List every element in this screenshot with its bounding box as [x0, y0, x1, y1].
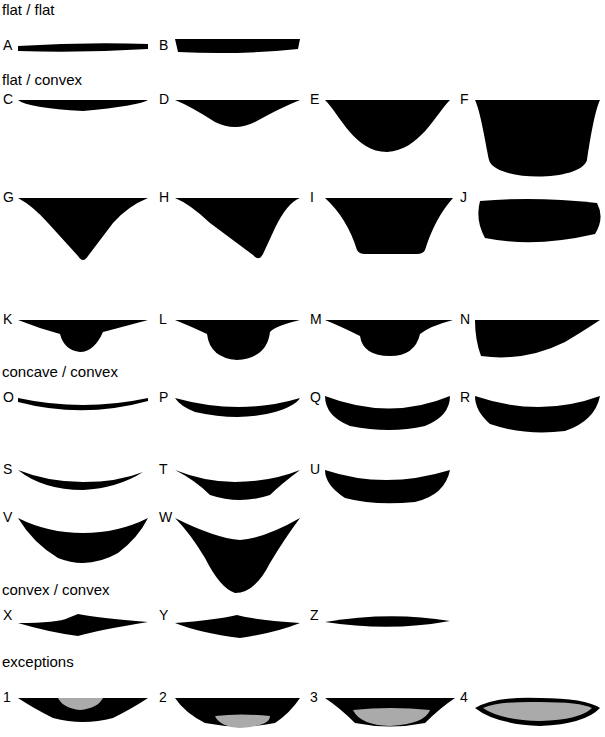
shape-letter: 4	[460, 690, 468, 705]
cross-section	[18, 614, 148, 636]
grey-patch	[215, 715, 270, 729]
shape-letter: K	[3, 312, 12, 327]
grey-patch	[58, 698, 103, 710]
shape-letter: E	[310, 92, 319, 107]
shape-letter: V	[3, 510, 12, 525]
section-heading: exceptions	[2, 654, 74, 671]
cross-section	[325, 198, 453, 254]
shape-letter: C	[3, 92, 13, 107]
cross-section	[475, 698, 600, 726]
cross-section	[325, 470, 450, 503]
cross-section	[325, 698, 455, 727]
section-heading: concave / convex	[2, 364, 118, 381]
shape-letter: F	[460, 92, 469, 107]
cross-section	[175, 470, 300, 500]
cross-section	[475, 100, 600, 177]
grey-patch	[353, 708, 430, 726]
cross-section	[175, 39, 300, 53]
shape-letter: 2	[159, 690, 167, 705]
cross-section	[325, 100, 450, 152]
shape-letter: Q	[310, 390, 321, 405]
cross-section	[175, 198, 300, 258]
shape-letter: N	[460, 312, 470, 327]
cross-section	[325, 396, 450, 430]
cross-section	[18, 198, 148, 260]
cross-section	[325, 698, 455, 727]
shape-letter: T	[159, 462, 168, 477]
cross-section	[175, 615, 300, 638]
shape-letter: 3	[310, 690, 318, 705]
shape-letter: M	[310, 312, 322, 327]
shape-letter: 1	[3, 690, 11, 705]
cross-section	[18, 518, 148, 563]
cross-section	[18, 100, 148, 111]
section-heading: flat / flat	[2, 2, 55, 19]
cross-section	[175, 398, 300, 417]
shape-letter: D	[159, 92, 169, 107]
shape-letter: I	[310, 190, 314, 205]
shape-letter: G	[3, 190, 14, 205]
grey-patch	[483, 702, 592, 721]
cross-section	[325, 616, 450, 627]
section-heading: flat / convex	[2, 72, 82, 89]
cross-section	[175, 518, 300, 593]
shape-letter: B	[159, 38, 168, 53]
cross-section	[18, 398, 148, 410]
shape-letter: U	[310, 462, 320, 477]
shape-letter: R	[460, 390, 470, 405]
cross-section	[175, 320, 300, 360]
shape-letter: Y	[159, 608, 168, 623]
cross-section	[18, 43, 148, 51]
cross-section	[478, 199, 600, 242]
shape-letter: W	[159, 510, 172, 525]
shape-letter: Z	[310, 608, 319, 623]
shape-letter: S	[3, 462, 12, 477]
shape-letter: O	[3, 390, 14, 405]
cross-section	[325, 320, 453, 356]
cross-section	[475, 320, 600, 357]
cross-section	[175, 100, 300, 127]
shape-letter: H	[159, 190, 169, 205]
shape-letter: L	[159, 312, 167, 327]
shape-letter: J	[460, 190, 467, 205]
section-heading: convex / convex	[2, 582, 110, 599]
cross-section	[18, 698, 148, 722]
cross-section	[18, 470, 143, 490]
shape-letter: A	[3, 38, 12, 53]
cross-section	[18, 698, 148, 722]
cross-section	[18, 320, 148, 352]
shape-letter: X	[3, 608, 12, 623]
cross-section	[175, 698, 300, 728]
cross-section	[475, 698, 600, 726]
shape-letter: P	[159, 390, 168, 405]
cross-section	[475, 396, 600, 432]
